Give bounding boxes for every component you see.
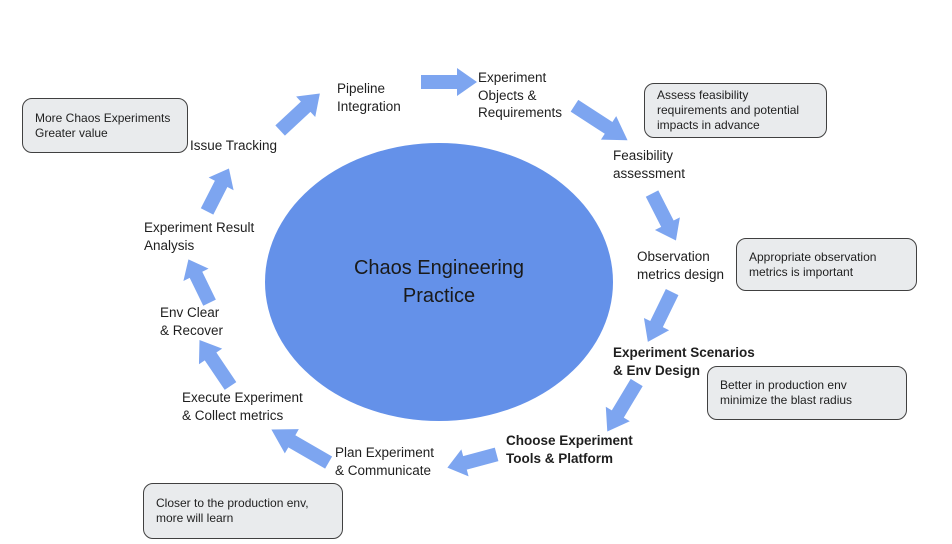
callout-text: More Chaos Experiments Greater value <box>35 110 171 140</box>
stage-pipeline-integration: Pipeline Integration <box>337 81 401 114</box>
stage-execute-experiment: Execute Experiment & Collect metrics <box>182 390 303 423</box>
center-ellipse: Chaos Engineering Practice <box>265 143 613 421</box>
stage-experiment-result: Experiment Result Analysis <box>144 220 255 253</box>
arrow-issue-tracking-to-pipeline-integration <box>270 83 330 141</box>
diagram-title: Chaos Engineering Practice <box>353 257 525 307</box>
arrow-feasibility-to-observation-metrics <box>639 187 689 247</box>
arrow-experiment-objects-to-feasibility-assessment <box>566 94 636 152</box>
callout-assess-feasibility: Assess feasibility requirements and pote… <box>644 83 827 138</box>
callout-more-chaos-experiments: More Chaos Experiments Greater value <box>22 98 188 153</box>
stage-plan-experiment: Plan Experiment & Communicate <box>335 445 435 478</box>
stage-experiment-objects: Experiment Objects & Requirements <box>478 70 563 120</box>
stage-experiment-scenarios: Experiment Scenarios & Env Design <box>613 345 755 378</box>
arrow-env-clear-to-experiment-result <box>175 253 223 309</box>
arrow-plan-experiment-to-execute-experiment <box>264 417 336 475</box>
stage-env-clear-recover: Env Clear & Recover <box>160 305 224 338</box>
arrow-pipeline-integration-to-experiment-objects <box>421 68 477 96</box>
arrow-observation-metrics-to-experiment-scenarios <box>635 285 685 349</box>
callout-text: Assess feasibility requirements and pote… <box>657 88 800 132</box>
arrow-experiment-scenarios-to-choose-tools <box>595 375 649 439</box>
stage-choose-experiment-tools: Choose Experiment Tools & Platform <box>506 433 633 466</box>
callout-text: Better in production env minimize the bl… <box>720 378 853 407</box>
stage-observation-metrics: Observation metrics design <box>637 249 725 282</box>
callout-closer-to-production: Closer to the production env, more will … <box>143 483 343 539</box>
arrow-experiment-result-to-issue-tracking <box>194 162 242 218</box>
arrow-execute-experiment-to-env-clear <box>187 332 243 394</box>
stage-issue-tracking: Issue Tracking <box>190 138 278 153</box>
callout-appropriate-observation: Appropriate observation metrics is impor… <box>736 238 917 291</box>
callout-text: Closer to the production env, more will … <box>156 496 309 525</box>
callout-text: Appropriate observation metrics is impor… <box>749 249 877 279</box>
callout-better-in-production: Better in production env minimize the bl… <box>707 366 907 420</box>
stage-feasibility-assessment: Feasibility assessment <box>613 148 686 181</box>
arrow-choose-tools-to-plan-experiment <box>443 440 501 482</box>
